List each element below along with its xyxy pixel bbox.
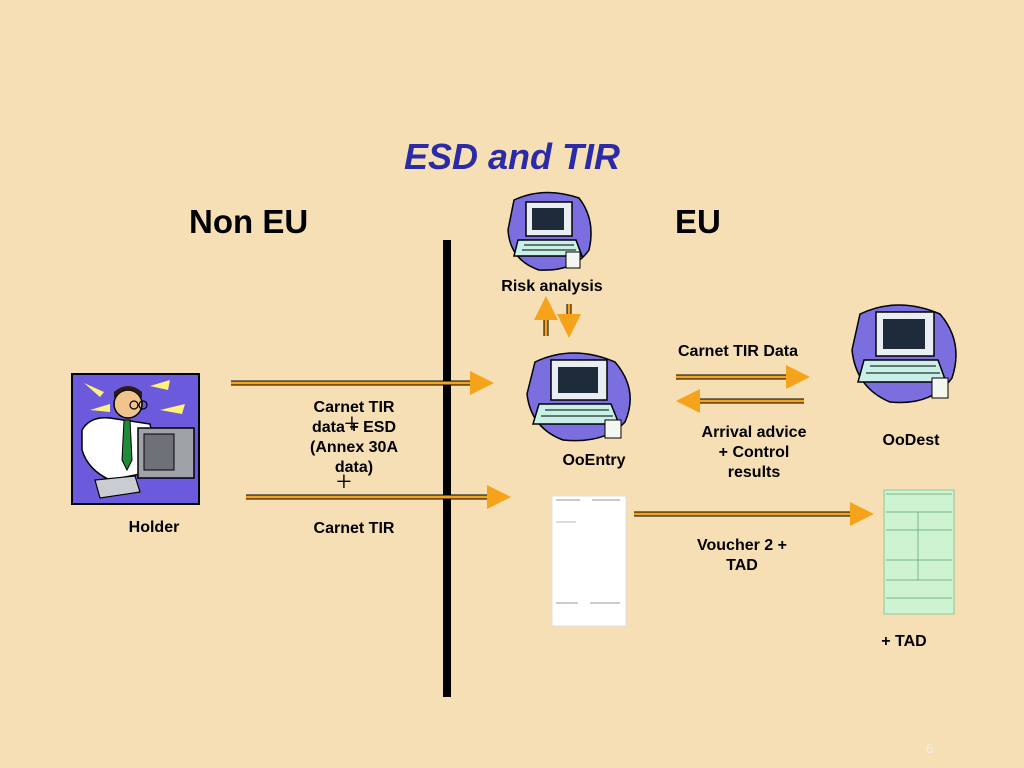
ooentry-computer-icon [526, 352, 631, 442]
flow-label-carnet-data-esd: Carnet TIR data + ESD (Annex 30A data) [309, 399, 399, 476]
tad-document-icon [883, 489, 955, 615]
region-non-eu-label: Non EU [189, 203, 309, 240]
plus-sign: + [336, 467, 352, 498]
risk-analysis-label: Risk analysis [501, 278, 603, 295]
plus-tad-label: + TAD [881, 633, 927, 650]
oodest-computer-icon [851, 304, 957, 404]
flow-label-arrival-advice: Arrival advice + Control results [701, 424, 807, 481]
risk-analysis-computer-icon [507, 191, 592, 271]
flow-label-carnet-tir-data: Carnet TIR Data [677, 343, 799, 360]
oodest-label: OoDest [882, 432, 940, 449]
holder-label: Holder [128, 519, 180, 536]
region-eu-label: EU [675, 203, 721, 240]
flow-label-carnet-tir: Carnet TIR [313, 520, 395, 537]
slide-title: ESD and TIR [403, 136, 621, 177]
page-number: 6 [926, 741, 934, 756]
plus-sign: + [344, 409, 360, 440]
holder-person-icon [71, 373, 200, 505]
flow-label-voucher-tad: Voucher 2 + TAD [697, 537, 787, 574]
ooentry-label: OoEntry [562, 452, 626, 469]
carnet-tir-document-icon [551, 495, 627, 627]
